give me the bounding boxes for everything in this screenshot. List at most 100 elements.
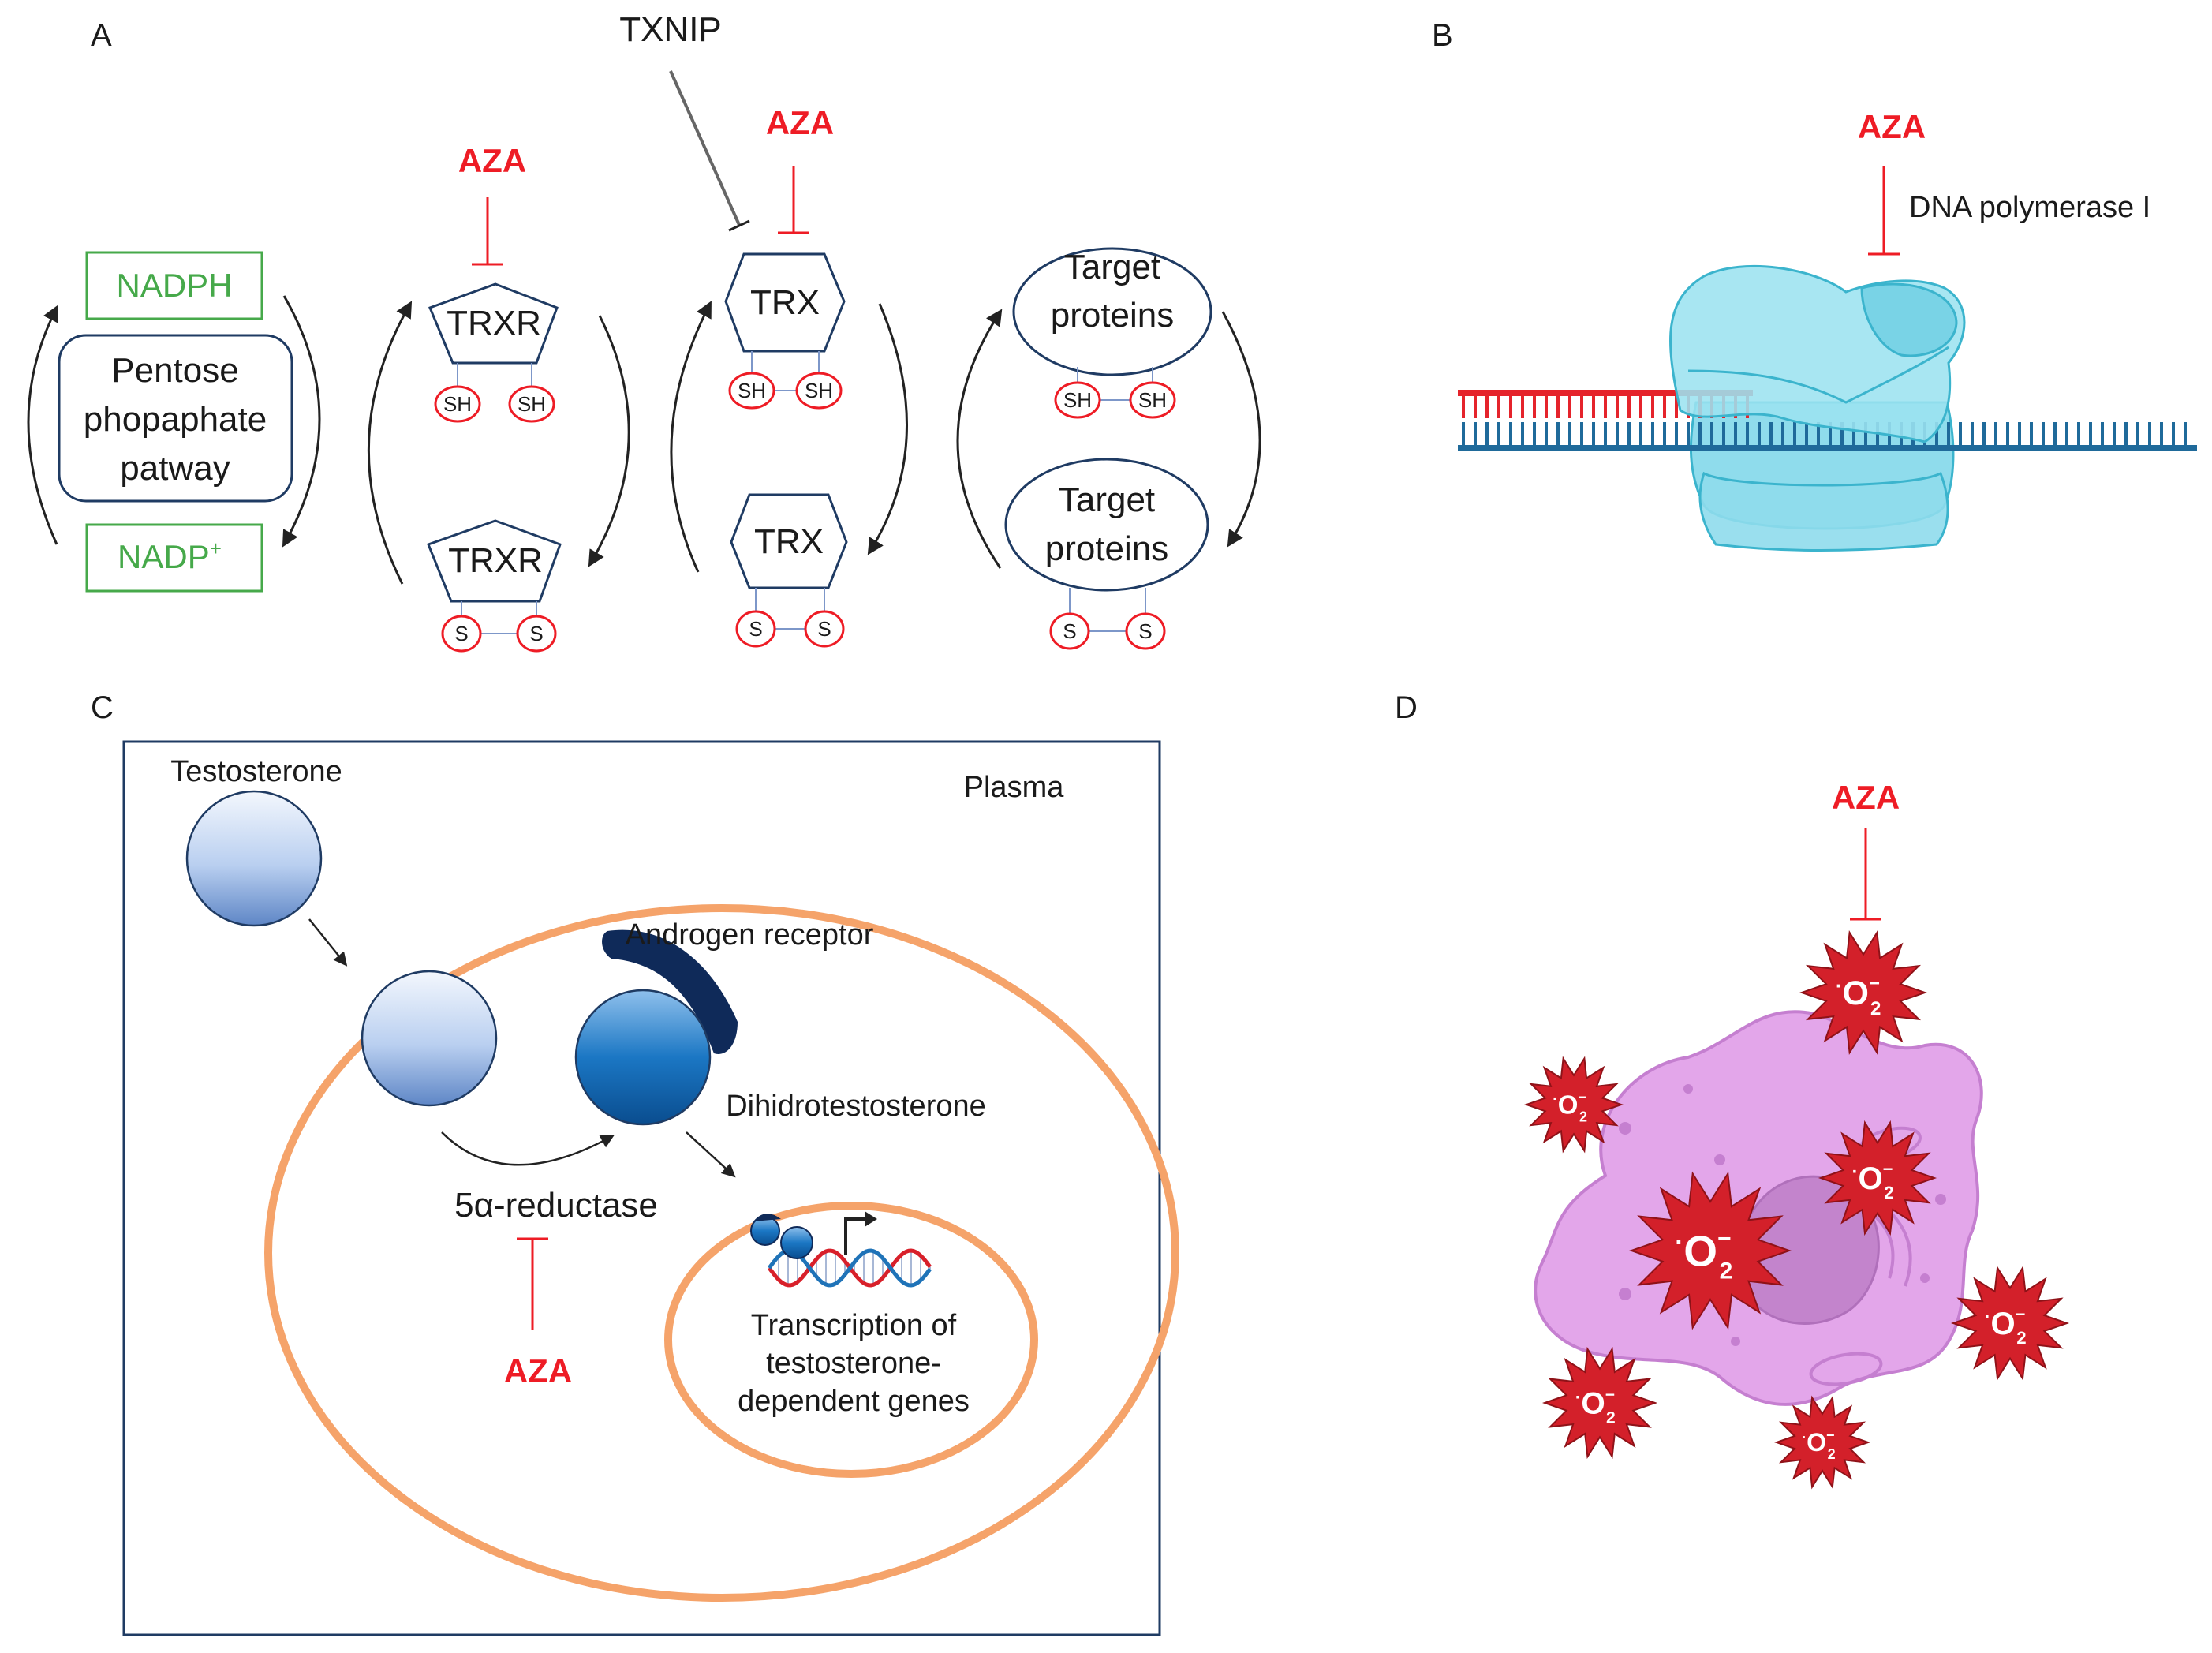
svg-text:·O−2: ·O−2 xyxy=(1851,1159,1893,1202)
superoxide-burst: ·O−2 xyxy=(1799,930,1928,1055)
cycle-arrow-3-left xyxy=(670,301,712,573)
pentose-line-3: patway xyxy=(120,449,230,488)
cycle-arrow-3-right xyxy=(867,303,908,555)
svg-text:·O−2: ·O−2 xyxy=(1675,1225,1732,1284)
reductase-label: 5α-reductase xyxy=(454,1186,658,1225)
svg-text:S: S xyxy=(749,617,762,641)
svg-text:proteins: proteins xyxy=(1051,296,1175,335)
trxr-reduced-shape xyxy=(428,282,559,365)
superoxide-burst: ·O−2 xyxy=(1950,1265,2070,1382)
s-circle xyxy=(735,610,776,648)
trxr-oxidized-shape xyxy=(427,519,562,603)
androgen-receptor xyxy=(602,929,738,1054)
transcription-line-3: dependent genes xyxy=(738,1385,970,1418)
svg-text:S: S xyxy=(1138,619,1152,643)
cycle-arrow-4-right xyxy=(1221,311,1261,548)
txnip-inhibit-line xyxy=(669,70,741,226)
transcription-dna-icon xyxy=(750,1211,932,1288)
cell-membrane xyxy=(264,904,1179,1602)
transcription-line-1: Transcription of xyxy=(751,1309,957,1342)
svg-text:S: S xyxy=(529,622,543,645)
aza-label-polymerase: AZA xyxy=(1858,108,1926,145)
trxr-oxidized-label: TRXR xyxy=(448,541,543,580)
pentose-pathway-box xyxy=(58,334,293,503)
cycle-arrow-2-left xyxy=(367,301,413,585)
sh-circle xyxy=(508,385,555,423)
superoxide-burst: ·O−2 xyxy=(1773,1395,1871,1490)
txnip-label: TXNIP xyxy=(619,10,722,49)
superoxide-burst: ·O−2 xyxy=(1523,1056,1624,1154)
svg-text:SH: SH xyxy=(518,392,546,416)
dna-polymerase-label: DNA polymerase I xyxy=(1909,191,2150,224)
panel-label-a: A xyxy=(91,18,112,53)
sh-circle xyxy=(434,385,481,423)
cycle-arrow-2-right xyxy=(588,315,630,567)
svg-text:SH: SH xyxy=(738,379,766,402)
intracellular-testosterone xyxy=(361,970,498,1107)
svg-text:·O−2: ·O−2 xyxy=(1553,1090,1587,1125)
txnip-inhibit-bar xyxy=(728,219,750,232)
svg-text:·O−2: ·O−2 xyxy=(1575,1386,1616,1427)
aza-label-reductase: AZA xyxy=(504,1352,572,1389)
target-proteins-reduced xyxy=(1012,247,1212,376)
svg-text:proteins: proteins xyxy=(1045,529,1169,568)
s-circle xyxy=(441,615,482,653)
trx-oxidized-label: TRX xyxy=(754,522,824,561)
trx-oxidized-shape xyxy=(730,493,848,589)
pentose-line-1: Pentose xyxy=(111,351,238,390)
s-circle xyxy=(1049,612,1090,650)
nadph-box xyxy=(85,251,263,320)
svg-text:SH: SH xyxy=(443,392,472,416)
nadp-label: NADP+ xyxy=(118,537,222,575)
svg-text:S: S xyxy=(1063,619,1076,643)
sh-circle xyxy=(1054,381,1101,419)
pentose-line-2: phopaphate xyxy=(84,400,267,439)
testosterone-molecule xyxy=(185,790,323,927)
svg-text:·O−2: ·O−2 xyxy=(1836,973,1881,1019)
svg-text:Target: Target xyxy=(1064,248,1160,286)
aza-label-trxr: AZA xyxy=(458,142,526,179)
svg-text:·O−2: ·O−2 xyxy=(1984,1304,2026,1348)
aza-label-superoxide: AZA xyxy=(1832,779,1900,816)
svg-text:SH: SH xyxy=(1063,388,1092,412)
superoxide-burst: ·O−2 xyxy=(1818,1120,1937,1236)
trx-reduced-shape xyxy=(724,252,846,353)
superoxide-burst: ·O−2 xyxy=(1628,1171,1792,1330)
nuclear-entry-arrow xyxy=(686,1131,736,1178)
transcription-line-2: testosterone- xyxy=(766,1347,941,1380)
s-circle xyxy=(516,615,557,653)
target-proteins-oxidized xyxy=(1004,458,1209,592)
trxr-reduced-label: TRXR xyxy=(447,304,541,342)
aza-label-trx: AZA xyxy=(766,104,834,141)
svg-text:SH: SH xyxy=(1138,388,1167,412)
svg-text:S: S xyxy=(817,617,831,641)
dna-polymerase-illustration xyxy=(1458,264,2197,552)
cell-illustration xyxy=(1534,1010,1983,1406)
conversion-arrow xyxy=(441,1131,615,1166)
nucleus-membrane xyxy=(664,1202,1038,1478)
svg-text:Target: Target xyxy=(1059,481,1155,519)
testosterone-label: Testosterone xyxy=(170,755,342,788)
panel-label-c: C xyxy=(91,690,114,725)
cycle-arrow-1-right xyxy=(282,295,321,548)
nadp-box xyxy=(85,523,263,593)
sh-circle xyxy=(1129,381,1176,419)
cycle-arrow-1-left xyxy=(27,305,58,545)
svg-text:SH: SH xyxy=(805,379,833,402)
nadph-label: NADPH xyxy=(116,267,232,304)
androgen-receptor-label: Androgen receptor xyxy=(626,918,874,952)
panel-label-d: D xyxy=(1395,690,1418,725)
plasma-label: Plasma xyxy=(964,771,1065,804)
s-circle xyxy=(1125,612,1166,650)
sh-circle xyxy=(795,372,843,410)
entry-arrow xyxy=(308,918,348,967)
s-circle xyxy=(804,610,845,648)
svg-text:S: S xyxy=(454,622,468,645)
svg-text:·O−2: ·O−2 xyxy=(1802,1427,1836,1462)
dht-label: Dihidrotestosterone xyxy=(726,1090,986,1123)
dihydrotestosterone-molecule xyxy=(574,989,712,1126)
cycle-arrow-4-left xyxy=(956,309,1003,569)
panel-label-b: B xyxy=(1432,18,1453,53)
superoxide-radicals: ·O−2 ·O−2 ·O−2 ·O−2 ·O−2 ·O−2 ·O−2 xyxy=(1523,930,2070,1490)
